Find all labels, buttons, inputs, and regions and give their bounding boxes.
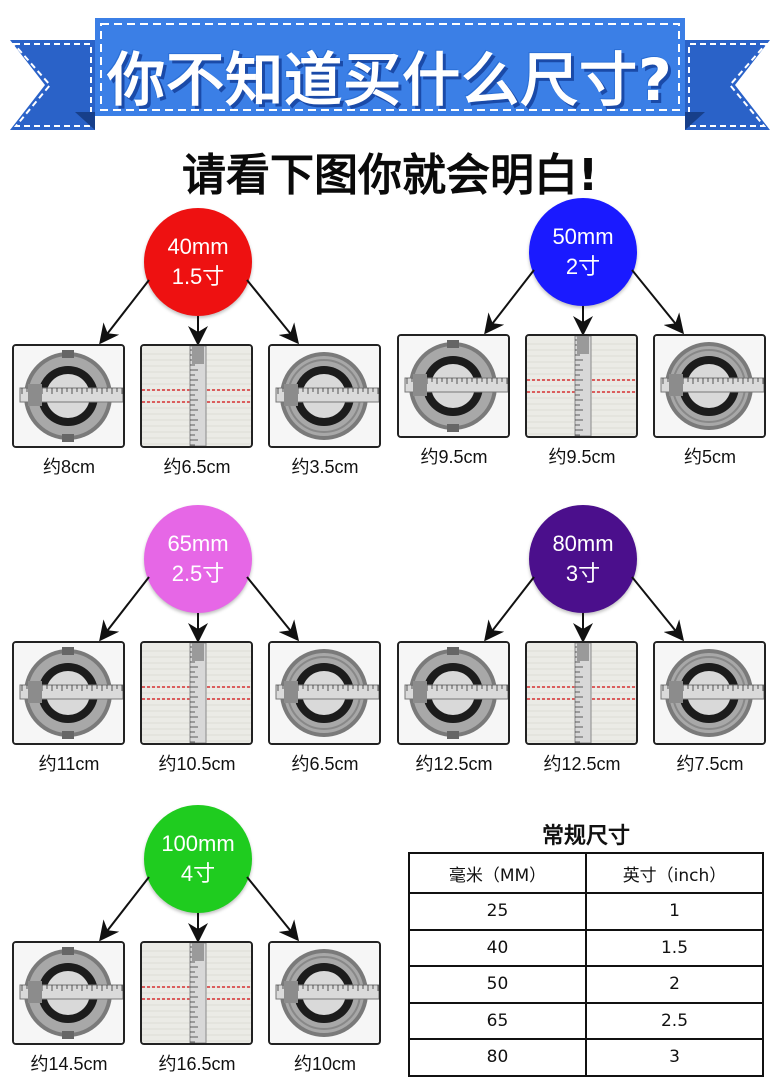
fire-hose-photo <box>142 943 251 1043</box>
arrow-connectors <box>99 279 300 346</box>
size-circle-badge: 40mm 1.5寸 <box>144 208 252 316</box>
size-circle-badge: 80mm 3寸 <box>529 505 637 613</box>
measurement-caption: 约9.5cm <box>548 447 616 467</box>
hose-coupling-back-photo <box>655 643 764 743</box>
size-cun-label: 2.5寸 <box>171 561 225 586</box>
table-header-mm: 毫米（MM） <box>448 865 547 886</box>
size-mm-label: 50mm <box>552 224 614 249</box>
table-cell-mm: 65 <box>486 1010 509 1031</box>
fire-hose-photo <box>527 643 636 743</box>
table-row: 40 1.5 <box>410 928 762 965</box>
header-banner: 你不知道买什么尺寸? <box>0 0 780 140</box>
size-mm-label: 65mm <box>167 531 229 556</box>
table-row: 50 2 <box>410 965 762 1002</box>
measurement-caption: 约10.5cm <box>158 754 236 774</box>
size-group: 40mm 1.5寸约8cm 约6.5cm 约3.5cm <box>12 208 384 498</box>
product-photo <box>12 344 125 448</box>
product-photo <box>268 941 381 1045</box>
measurement-caption: 约7.5cm <box>676 754 744 774</box>
product-photo <box>12 941 125 1045</box>
size-mm-label: 40mm <box>167 234 229 259</box>
product-photo <box>653 334 766 438</box>
hose-coupling-back-photo <box>655 336 764 436</box>
table-cell-inch: 3 <box>585 1040 762 1075</box>
measurement-caption: 约16.5cm <box>158 1054 236 1074</box>
product-photo <box>268 344 381 448</box>
size-group: 80mm 3寸约12.5cm 约12.5cm 约7.5cm <box>397 505 769 795</box>
arrow-connectors <box>99 576 300 643</box>
size-group: 100mm 4寸约14.5cm 约16.5cm 约10cm <box>12 805 384 1082</box>
table-cell-mm: 80 <box>486 1047 509 1068</box>
measurement-caption: 约10cm <box>293 1054 356 1074</box>
fire-hose-photo <box>142 346 251 446</box>
size-mm-label: 100mm <box>161 831 235 856</box>
size-cun-label: 2寸 <box>565 254 601 279</box>
measurement-caption: 约9.5cm <box>420 447 488 467</box>
hose-coupling-front-photo <box>14 346 123 446</box>
table-cell-mm: 40 <box>486 937 509 958</box>
hose-coupling-front-photo <box>14 943 123 1043</box>
page-subtitle: 请看下图你就会明白! <box>181 150 599 201</box>
hose-coupling-back-photo <box>270 943 379 1043</box>
size-cun-label: 4寸 <box>180 861 216 886</box>
size-mm-label: 80mm <box>552 531 614 556</box>
hose-coupling-front-photo <box>14 643 123 743</box>
table-cell-mm: 50 <box>486 974 509 995</box>
measurement-caption: 约5cm <box>683 447 736 467</box>
hose-coupling-front-photo <box>399 643 508 743</box>
product-photo <box>397 334 510 438</box>
table-row: 25 1 <box>410 892 762 929</box>
hose-coupling-back-photo <box>270 643 379 743</box>
size-group: 65mm 2.5寸约11cm 约10.5cm 约6.5cm <box>12 505 384 795</box>
table-header-row: 毫米（MM） 英寸（inch） <box>410 854 762 892</box>
product-photo <box>525 334 638 438</box>
arrow-connectors <box>99 876 300 943</box>
size-cun-label: 1.5寸 <box>171 264 225 289</box>
size-group: 50mm 2寸约9.5cm 约9.5cm 约5cm <box>397 198 769 488</box>
size-circle-badge: 100mm 4寸 <box>144 805 252 913</box>
measurement-caption: 约6.5cm <box>291 754 359 774</box>
hose-coupling-front-photo <box>399 336 508 436</box>
measurement-caption: 约12.5cm <box>415 754 493 774</box>
product-photo <box>12 641 125 745</box>
product-photo <box>140 941 253 1045</box>
measurement-caption: 约6.5cm <box>163 457 231 477</box>
size-table: 毫米（MM） 英寸（inch） 25 1 40 1.5 50 2 65 2.5 … <box>408 852 764 1077</box>
table-row: 65 2.5 <box>410 1001 762 1038</box>
measurement-caption: 约14.5cm <box>30 1054 108 1074</box>
measurement-caption: 约12.5cm <box>543 754 621 774</box>
size-circle-badge: 65mm 2.5寸 <box>144 505 252 613</box>
measurement-caption: 约8cm <box>42 457 95 477</box>
arrow-connectors <box>484 576 685 643</box>
table-title: 常规尺寸 <box>541 824 630 849</box>
product-photo <box>397 641 510 745</box>
measurement-caption: 约3.5cm <box>291 457 359 477</box>
size-circle-badge: 50mm 2寸 <box>529 198 637 306</box>
product-photo <box>525 641 638 745</box>
table-cell-inch: 1.5 <box>585 930 762 965</box>
fire-hose-photo <box>142 643 251 743</box>
arrow-connectors <box>484 269 685 336</box>
product-photo <box>140 344 253 448</box>
size-cun-label: 3寸 <box>565 561 601 586</box>
ribbon-graphic <box>10 18 770 130</box>
table-cell-inch: 1 <box>585 894 762 929</box>
product-photo <box>268 641 381 745</box>
product-photo <box>140 641 253 745</box>
table-cell-inch: 2.5 <box>585 1003 762 1038</box>
table-row: 80 3 <box>410 1038 762 1075</box>
hose-coupling-back-photo <box>270 346 379 446</box>
table-cell-mm: 25 <box>486 901 509 922</box>
measurement-caption: 约11cm <box>38 754 100 774</box>
product-photo <box>653 641 766 745</box>
fire-hose-photo <box>527 336 636 436</box>
table-cell-inch: 2 <box>585 967 762 1002</box>
table-header-inch: 英寸（inch） <box>585 854 762 892</box>
banner-title: 你不知道买什么尺寸? <box>107 46 673 114</box>
